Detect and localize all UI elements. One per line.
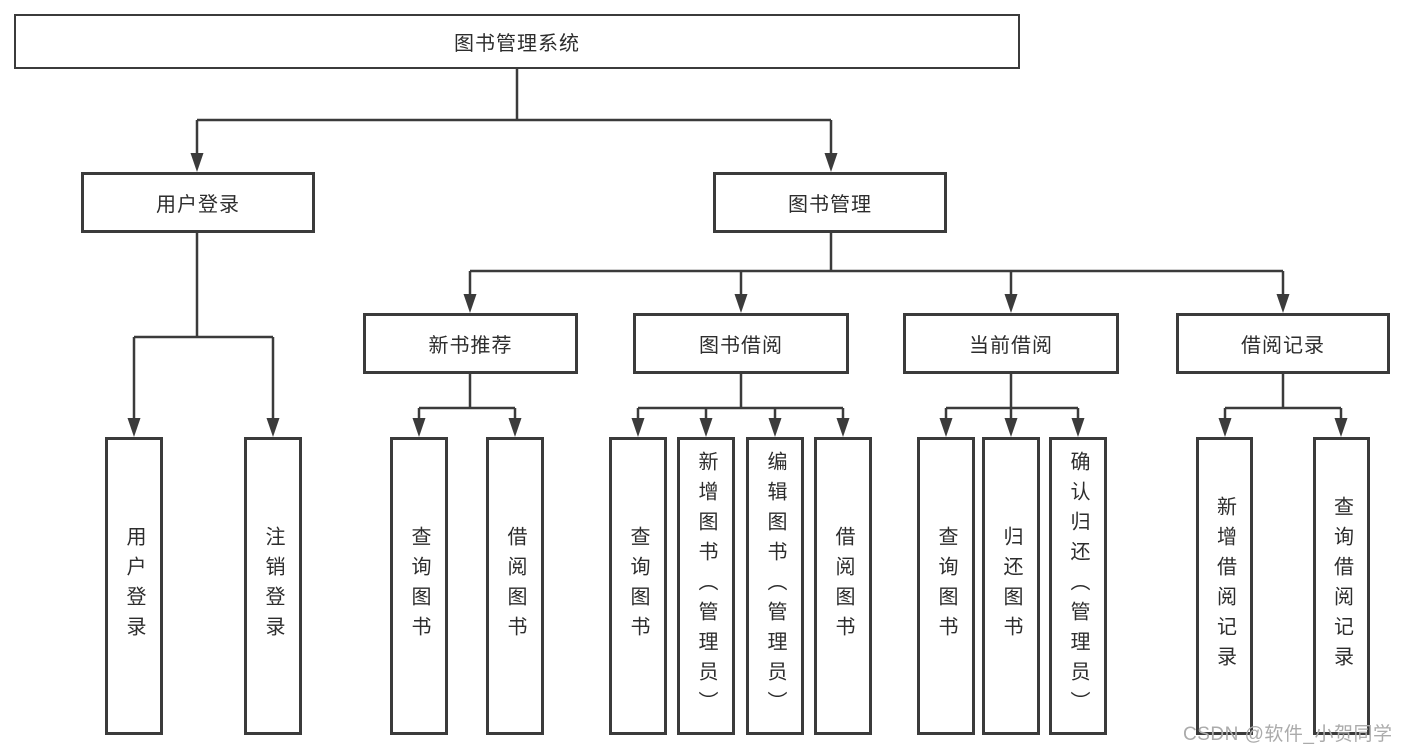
leaf-borrowing-borrow-books: 借阅图书 [814,437,872,735]
leaf-borrowing-edit-books-admin-label: 编辑图书（管理员） [764,451,786,721]
leaf-borrowing-borrow-books-label: 借阅图书 [832,526,854,646]
leaf-user-login: 用户登录 [105,437,163,735]
leaf-records-query-record: 查询借阅记录 [1313,437,1370,735]
node-borrowing-records: 借阅记录 [1176,313,1390,374]
leaf-current-return-books-label: 归还图书 [1000,526,1022,646]
leaf-borrowing-query-books: 查询图书 [609,437,667,735]
arrowhead-icons [127,153,1348,437]
leaf-recommend-borrow-books-label: 借阅图书 [504,526,526,646]
node-system-root: 图书管理系统 [14,14,1020,69]
leaf-logout-label: 注销登录 [262,526,284,646]
node-current-borrowing-label: 当前借阅 [969,335,1053,357]
node-book-borrowing-label: 图书借阅 [699,335,783,357]
node-user-login-group: 用户登录 [81,172,315,233]
node-book-borrowing: 图书借阅 [633,313,849,374]
leaf-logout: 注销登录 [244,437,302,735]
node-borrowing-records-label: 借阅记录 [1241,335,1325,357]
leaf-borrowing-add-books-admin: 新增图书（管理员） [677,437,735,735]
leaf-records-add-record: 新增借阅记录 [1196,437,1253,735]
leaf-current-return-books: 归还图书 [982,437,1040,735]
leaf-current-query-books-label: 查询图书 [935,526,957,646]
leaf-borrowing-add-books-admin-label: 新增图书（管理员） [695,451,717,721]
leaf-recommend-borrow-books: 借阅图书 [486,437,544,735]
leaf-records-query-record-label: 查询借阅记录 [1330,496,1353,676]
node-new-book-recommend-label: 新书推荐 [428,335,513,357]
node-current-borrowing: 当前借阅 [903,313,1119,374]
leaf-user-login-label: 用户登录 [123,526,145,646]
leaf-recommend-query-books-label: 查询图书 [408,526,430,646]
leaf-borrowing-edit-books-admin: 编辑图书（管理员） [746,437,804,735]
leaf-records-add-record-label: 新增借阅记录 [1213,496,1236,676]
leaf-borrowing-query-books-label: 查询图书 [627,526,649,646]
node-new-book-recommend: 新书推荐 [363,313,578,374]
node-user-login-group-label: 用户登录 [156,194,240,216]
leaf-current-query-books: 查询图书 [917,437,975,735]
node-system-root-label: 图书管理系统 [454,33,580,55]
csdn-watermark: CSDN @软件_小贺同学 [1183,724,1393,745]
leaf-recommend-query-books: 查询图书 [390,437,448,735]
node-book-management-group: 图书管理 [713,172,947,233]
leaf-current-confirm-return-admin-label: 确认归还（管理员） [1067,451,1089,721]
node-book-management-group-label: 图书管理 [788,194,872,216]
leaf-current-confirm-return-admin: 确认归还（管理员） [1049,437,1107,735]
